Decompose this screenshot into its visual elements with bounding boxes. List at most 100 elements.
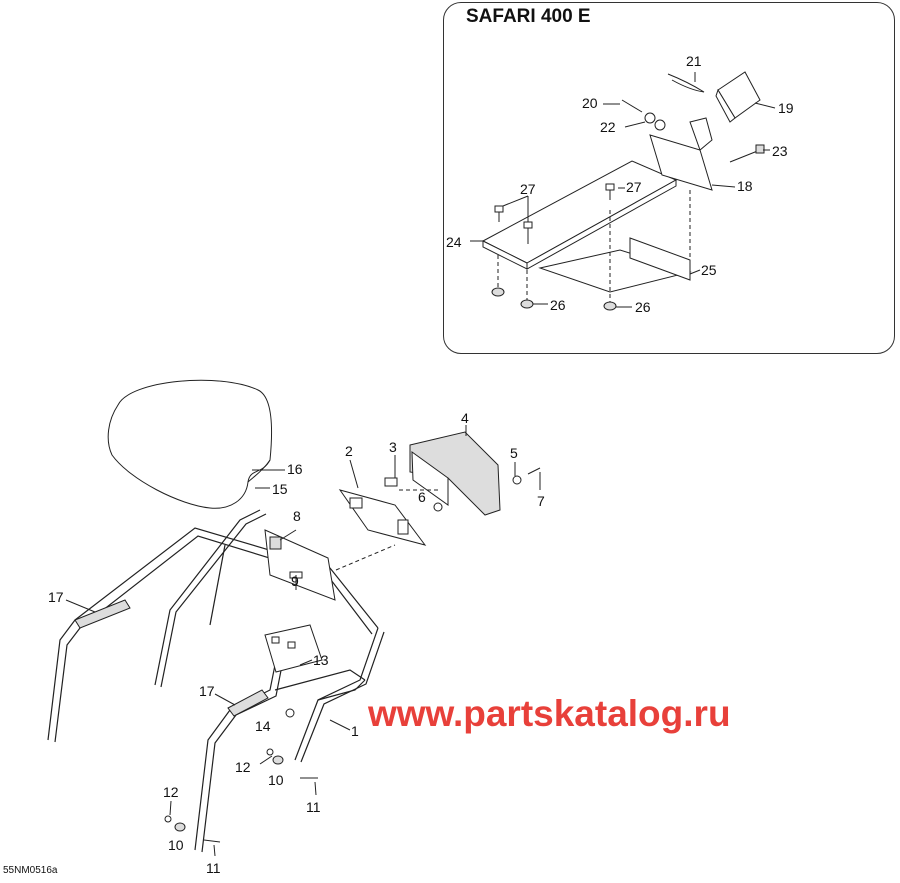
callout-15: 15	[272, 481, 288, 497]
callout-14: 14	[255, 718, 271, 734]
callout-22: 22	[600, 119, 616, 135]
callout-5: 5	[510, 445, 518, 461]
bolt-27c	[605, 183, 615, 191]
washer-12b	[164, 815, 172, 823]
bolt-23	[729, 149, 761, 163]
rack-brace	[209, 544, 226, 626]
washer-5	[512, 475, 522, 485]
nut-26c	[603, 301, 617, 311]
nut-26a	[491, 287, 505, 297]
part-22	[644, 112, 656, 124]
callout-25: 25	[701, 262, 717, 278]
bolt-11b	[203, 839, 221, 843]
callout-27a: 27	[520, 181, 536, 197]
bracket-25-side	[629, 237, 691, 281]
bolt-27b	[523, 221, 533, 229]
inset-title: SAFARI 400 E	[466, 6, 591, 27]
nut-10b	[174, 822, 186, 832]
leader	[214, 693, 236, 706]
callout-26a: 26	[550, 297, 566, 313]
rack-leg-left-inner	[54, 627, 81, 743]
callout-11a: 11	[306, 799, 321, 815]
backrest-cushion	[107, 379, 273, 509]
watermark-text: www.partskatalog.ru	[368, 693, 731, 734]
main-drawing	[47, 379, 541, 857]
leader	[259, 755, 273, 765]
callout-19: 19	[778, 100, 794, 116]
callout-16: 16	[287, 461, 303, 477]
callout-24: 24	[446, 234, 462, 250]
callout-13: 13	[313, 652, 329, 668]
callout-9: 9	[291, 573, 299, 589]
leader	[279, 529, 297, 541]
callout-12b: 12	[163, 784, 179, 800]
rack-tube-top-inner	[79, 535, 373, 635]
inset-drawing	[470, 71, 776, 311]
callout-26b: 26	[635, 299, 651, 315]
clip-21	[667, 73, 705, 93]
leader	[169, 800, 172, 816]
callout-8: 8	[293, 508, 301, 524]
callout-6: 6	[418, 489, 426, 505]
rack-leg-right	[294, 627, 379, 761]
lens-4-face	[411, 450, 449, 506]
bolt-13a	[271, 636, 280, 644]
callout-10b: 10	[168, 837, 184, 853]
leader	[349, 459, 359, 489]
callout-10a: 10	[268, 772, 284, 788]
bulb-3	[384, 477, 398, 487]
callout-17a: 17	[48, 589, 64, 605]
leader	[502, 195, 529, 207]
screw-7	[527, 467, 541, 475]
leader	[754, 102, 776, 109]
washer-12a	[266, 748, 274, 756]
bracket-18-ear	[689, 117, 713, 151]
plate-24-edge-front	[482, 240, 528, 270]
leader	[299, 659, 313, 666]
nut-26b	[520, 299, 534, 309]
housing-2-window	[349, 497, 363, 509]
bolt-13b	[287, 641, 296, 649]
pin-20	[621, 99, 643, 113]
leader	[213, 844, 216, 857]
callout-4: 4	[461, 410, 469, 426]
callout-17b: 17	[199, 683, 215, 699]
callout-12a: 12	[235, 759, 251, 775]
callout-1: 1	[351, 723, 359, 739]
light-bracket	[264, 529, 336, 601]
leader	[329, 719, 351, 731]
callout-18: 18	[737, 178, 753, 194]
part-19-side	[715, 88, 736, 123]
grip-17a	[74, 599, 131, 629]
washer-6	[433, 502, 443, 512]
bolt-23-head	[755, 144, 765, 154]
assembly-line	[335, 544, 396, 571]
rack-bottom	[274, 669, 366, 691]
bracket-18	[649, 134, 713, 191]
callout-27b: 27	[626, 179, 642, 195]
callout-3: 3	[389, 439, 397, 455]
connector-8	[269, 536, 282, 550]
nut-10a	[272, 755, 284, 765]
callout-21: 21	[686, 53, 702, 69]
leader	[314, 781, 317, 796]
leader	[65, 599, 96, 613]
drawing-code: 55NM0516a	[3, 865, 58, 876]
callout-11b: 11	[206, 860, 221, 876]
callout-7: 7	[537, 493, 545, 509]
bolt-27a	[494, 205, 504, 213]
rack-leg-right-inner	[300, 631, 385, 763]
housing-2-slot	[397, 519, 409, 535]
rack-bottom-2	[317, 679, 366, 701]
leader	[624, 121, 646, 128]
callout-20: 20	[582, 95, 598, 111]
leader	[711, 184, 736, 188]
rack-brace-left-inner	[160, 513, 267, 688]
callout-2: 2	[345, 443, 353, 459]
rack-tube-top	[74, 527, 379, 629]
part-22b	[654, 119, 666, 131]
rack-leg-front	[194, 639, 281, 851]
rack-brace-left	[154, 509, 261, 686]
